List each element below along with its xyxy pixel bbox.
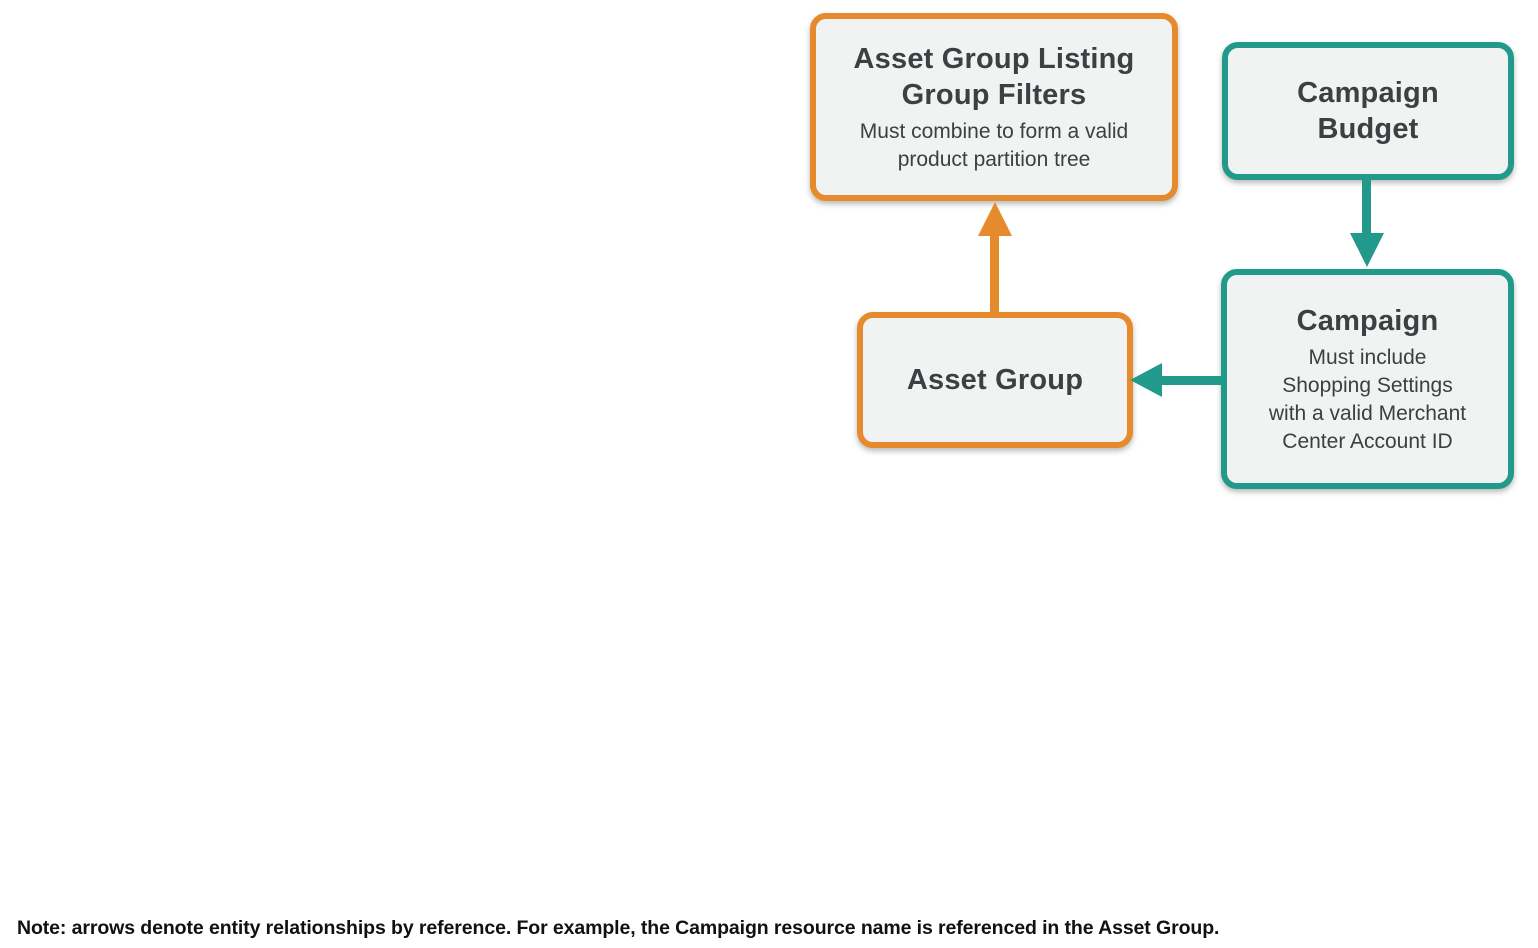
node-campaign-budget: Campaign Budget: [1222, 42, 1514, 180]
arrow-down-icon: [1350, 233, 1384, 267]
diagram-footnote: Note: arrows denote entity relationships…: [17, 917, 1220, 939]
node-title-asset-group: Asset Group: [906, 364, 1084, 396]
arrow-shaft: [1362, 179, 1371, 235]
node-title-campaign: Campaign: [1296, 304, 1439, 337]
node-title-campaign-budget: Campaign Budget: [1297, 77, 1439, 145]
arrow-shaft: [1158, 376, 1222, 385]
arrow-up-icon: [978, 202, 1012, 236]
node-campaign: Campaign Must include Shopping Settings …: [1221, 269, 1514, 489]
node-title-asset-group-listing-group-filters: Asset Group Listing Group Filters: [853, 42, 1135, 111]
arrow-shaft: [990, 232, 999, 312]
node-subtitle-campaign: Must include Shopping Settings with a va…: [1268, 345, 1467, 453]
node-subtitle-asset-group-listing-group-filters: Must combine to form a valid product par…: [859, 119, 1129, 171]
arrow-left-icon: [1130, 363, 1162, 397]
node-asset-group: Asset Group: [857, 312, 1133, 448]
node-asset-group-listing-group-filters: Asset Group Listing Group Filters Must c…: [810, 13, 1178, 201]
